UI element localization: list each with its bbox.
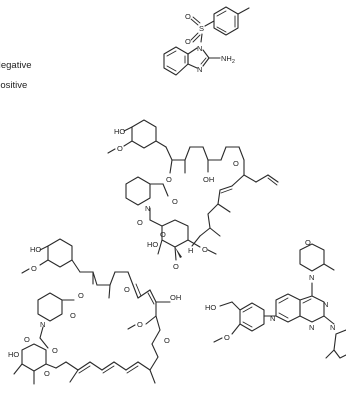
- ester-oxygen: O: [166, 175, 172, 184]
- sulfur-atom: S: [199, 24, 204, 33]
- pyran-ring-upper: [161, 219, 189, 248]
- pyrimidine-nitrogen-2: N: [309, 323, 314, 332]
- carbonyl-oxygen-lower: O: [70, 311, 76, 320]
- molecule-tosyl-benzimidazole: S O O N N NH2: [163, 6, 250, 76]
- hemiketal-hydroxyl-lower: HO: [8, 350, 19, 359]
- ketone-oxygen-lower-right: O: [164, 336, 170, 345]
- legend-negative-label: Negative: [0, 60, 32, 71]
- sulfonyl-oxygen-top: O: [185, 12, 191, 21]
- methoxy-oxygen-bottom: O: [173, 262, 179, 271]
- benzo-ring: [163, 46, 189, 76]
- carbonyl-oxygen-upper: O: [172, 197, 178, 206]
- methoxy-oxygen-mid: O: [202, 245, 208, 254]
- pyran-hydrogen: H: [188, 246, 193, 255]
- dione-oxygen-lower-1: O: [24, 335, 30, 344]
- legend: Negative Positive: [0, 60, 32, 91]
- dione-oxygen-lower-2: O: [52, 346, 58, 355]
- molecule-macrolide-upper: HO O OH O O: [107, 119, 279, 271]
- dione-oxygen-2: O: [160, 230, 166, 239]
- methoxy-oxygen-left: O: [117, 144, 123, 153]
- morpholine-nitrogen-bottom: N: [330, 323, 335, 332]
- hemiketal-hydroxyl: HO: [147, 240, 158, 249]
- pyrimidine-ring: [299, 295, 325, 323]
- imidazole-nitrogen-1: N: [197, 44, 202, 53]
- ketone-oxygen-lower: O: [124, 285, 130, 294]
- legend-positive-label: Positive: [0, 80, 27, 91]
- hydroxyl-top-left: HO: [114, 127, 125, 136]
- methyl-bond: [237, 7, 250, 15]
- ester-oxygen-lower: O: [78, 291, 84, 300]
- pyrimidine-nitrogen-1: N: [323, 300, 328, 309]
- hydroxymethyl-group: HO: [205, 303, 216, 312]
- piperidine-ring-upper: [125, 176, 151, 206]
- pyran-oxygen-lower: O: [44, 369, 50, 378]
- piperidine-ring-lower: [37, 292, 63, 322]
- cyclohexyl-ring-lower: [47, 238, 73, 268]
- aryl-methoxy-oxygen: O: [224, 333, 230, 342]
- morpholine-ring-top: [299, 243, 325, 272]
- methoxy-oxygen-lower-mid: O: [137, 320, 143, 329]
- imidazole-nitrogen-3: N: [197, 65, 202, 74]
- hydroxyl-lower-left: HO: [30, 245, 41, 254]
- pyridine-nitrogen: N: [270, 314, 275, 323]
- dione-oxygen-1: O: [137, 218, 143, 227]
- molecule-pyridopyrimidine: O N N N N N HO O: [205, 238, 346, 359]
- sulfonyl-oxygen-bottom: O: [185, 37, 191, 46]
- amine-group: NH2: [221, 54, 235, 65]
- morpholine-oxygen-top: O: [305, 238, 311, 247]
- ketone-oxygen-right: O: [233, 159, 239, 168]
- toluene-ring: [213, 6, 239, 36]
- morpholine-nitrogen-top: N: [309, 273, 314, 282]
- hydroxyl-mid: OH: [203, 175, 214, 184]
- cyclohexyl-ring-upper: [131, 119, 157, 149]
- pyran-ring-lower: [21, 343, 47, 372]
- molecule-macrolide-lower: HO O O O OH O O: [8, 238, 181, 385]
- piperidine-nitrogen-lower: N: [40, 320, 45, 329]
- methoxy-oxygen-lower: O: [31, 264, 37, 273]
- piperidine-nitrogen-upper: N: [145, 204, 150, 213]
- hydroxyl-lower-right: OH: [170, 293, 181, 302]
- morpholine-ring-bottom: [333, 329, 346, 359]
